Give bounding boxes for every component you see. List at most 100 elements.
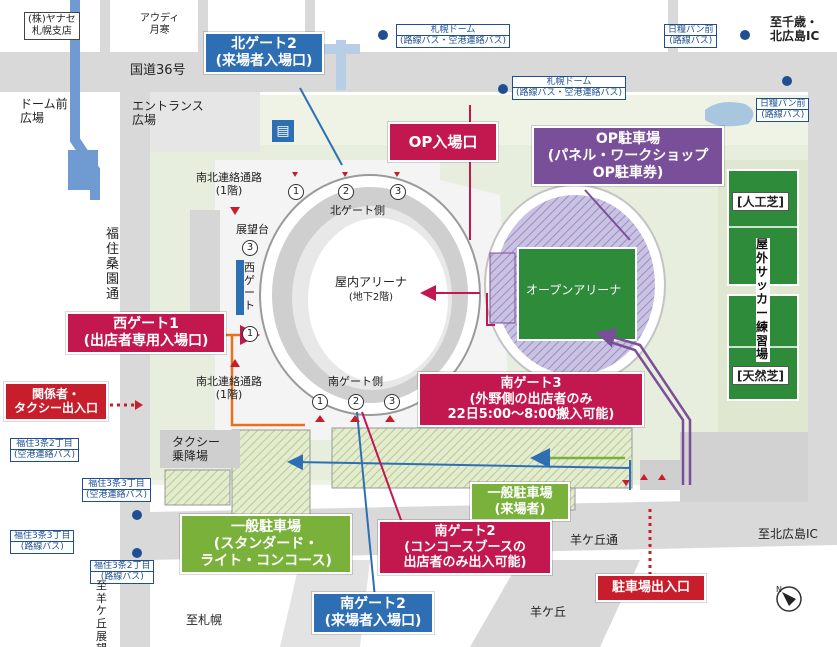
fukuzumi-street-label: 福住桑園通 [106,227,120,302]
to-sapporo-label: 至札幌 [186,613,223,627]
indoor-arena-line1: 屋内アリーナ [335,275,408,289]
hitsujigaoka-street-label: 羊ケ丘通 [570,533,619,547]
bus-stop-fukuzumi-3-2-airport[interactable]: 福住3条2丁目 (空港連絡バス) [10,438,80,462]
ns-passage-top-line1: 南北連絡通路 [196,171,262,184]
south-gate2-visitor-box[interactable]: 南ゲート2 (来場者入場口) [312,592,434,634]
natural-turf-label: [天然芝] [732,366,789,385]
bus-stop-fukuzumi-3-2-route[interactable]: 福住3条2丁目 (路線バス) [90,560,155,584]
north-gate-number-3: 3 [390,184,406,200]
bus-stop-sapporo-dome-1[interactable]: 札幌ドーム (路線バス・空港連絡バス) [396,24,511,48]
general-parking-standard-sub2: ライト・コンコース) [200,552,332,569]
bus-stop-icon [132,548,142,558]
to-hitsujigaoka-obs-label: 至羊ケ丘展望台 [96,579,107,647]
to-chitose-label: 至千歳・ 北広島IC [770,15,820,44]
observation-gate-number-3: 3 [242,240,258,256]
staff-taxi-line2: タクシー出入口 [13,401,98,416]
to-chitose-line2: 北広島IC [770,28,820,43]
yanase-line1: (株)ヤナセ [28,14,76,25]
op-parking-box[interactable]: OP駐車場 (パネル・ワークショップ OP駐車券) [532,126,724,187]
op-parking-title: OP駐車場 [595,131,661,147]
taxi-line1: タクシー [172,435,221,449]
north-gate2-title: 北ゲート2 [231,36,297,52]
ns-passage-top-line2: (1階) [215,183,243,197]
west-gate1-box[interactable]: 西ゲート1 (出店者専用入場口) [66,312,226,354]
yanase-building: (株)ヤナセ 札幌支店 [24,12,80,40]
bus-stop-sub: (路線バス) [756,110,810,122]
outdoor-soccer-label: 屋外サッカー練習場 [756,237,770,363]
op-parking-sub2: OP駐車券) [592,164,664,181]
bus-stop-icon [132,510,142,520]
general-parking-visitor-title: 一般駐車場 [487,486,553,501]
south-gate2-visitor-title: 南ゲート2 [340,596,406,612]
north-gate2-box[interactable]: 北ゲート2 (来場者入場口) [204,32,324,74]
dome-plaza-line2: 広場 [20,110,45,125]
south-gate2-booth-box[interactable]: 南ゲート2 (コンコースブースの 出店者のみ出入可能) [378,520,552,575]
parking-entrance-box[interactable]: 駐車場出入口 [596,574,706,602]
artificial-turf-label: [人工芝] [732,192,789,211]
bus-stop-fukuzumi-3-3-airport[interactable]: 福住3条3丁目 (空港連絡バス) [82,478,152,502]
south-gate2-visitor-sub: (来場者入場口) [324,612,422,629]
bus-stop-title: 福住3条3丁目 [10,530,75,543]
bus-stop-nichiryo-1[interactable]: 日糧パン前 (路線バス) [664,24,718,48]
south-gate-side-label: 南ゲート側 [328,375,383,388]
indoor-arena-line2: (地下2階) [348,291,394,303]
south-gate3-sub2: 22日5:00〜8:00搬入可能) [447,407,615,423]
south-gate-number-3: 3 [384,394,400,410]
svg-text:N: N [776,585,782,594]
staff-taxi-line1: 関係者・ [31,387,80,401]
south-gate2-booth-sub1: (コンコースブースの [404,539,526,555]
entrance-plaza-line2: 広場 [132,112,157,127]
to-kitahiroshima-label: 至北広島IC [758,527,818,541]
bus-stop-nichiryo-2[interactable]: 日糧パン前 (路線バス) [756,98,810,122]
open-arena-label: オープンアリーナ [526,283,622,297]
bus-stop-title: 日糧パン前 [664,24,718,37]
entrance-plaza-label: エントランス 広場 [132,99,204,128]
south-gate2-booth-sub2: 出店者のみ出入可能) [403,555,527,571]
staff-taxi-box[interactable]: 関係者・ タクシー出入口 [4,382,108,421]
op-parking-sub1: (パネル・ワークショップ [547,147,709,164]
bus-stop-sub: (路線バス・空港連絡バス) [512,88,627,100]
ns-passage-bottom-line1: 南北連絡通路 [196,375,262,388]
taxi-line2: 乗降場 [172,448,209,463]
bus-stop-icon [740,30,750,40]
parking-entrance-title: 駐車場出入口 [611,580,690,595]
bus-stop-sub: (空港連絡バス) [10,450,80,462]
yanase-line2: 札幌支店 [31,26,72,37]
south-gate3-sub1: (外野側の出店者のみ [469,391,593,407]
bus-stop-icon [378,30,388,40]
bus-stop-title: 福住3条2丁目 [90,560,155,573]
ns-passage-bottom-line2: (1階) [215,387,243,401]
west-gate1-sub: (出店者専用入場口) [83,332,209,349]
general-parking-standard-box[interactable]: 一般駐車場 (スタンダード・ ライト・コンコース) [180,514,352,575]
audi-line2: 月寒 [149,25,170,36]
south-gate3-box[interactable]: 南ゲート3 (外野側の出店者のみ 22日5:00〜8:00搬入可能) [418,372,644,427]
bus-stop-title: 福住3条3丁目 [82,478,152,491]
ns-passage-top-label: 南北連絡通路 (1階) [196,171,262,197]
west-gate1-title: 西ゲート1 [113,316,179,332]
south-gate3-title: 南ゲート3 [500,376,562,391]
taxi-label: タクシー 乗降場 [172,435,221,464]
bus-stop-sub: (路線バス) [10,542,75,554]
hitsujigaoka-label: 羊ケ丘 [530,605,567,619]
bus-stop-fukuzumi-3-3-route[interactable]: 福住3条3丁目 (路線バス) [10,530,75,554]
dome-plaza-line1: ドーム前 [20,97,68,111]
north-compass-icon: N [774,584,804,614]
dome-plaza-label: ドーム前 広場 [20,97,68,126]
south-gate-number-2: 2 [348,394,364,410]
general-parking-visitor-box[interactable]: 一般駐車場 (来場者) [470,482,570,522]
north-gate-number-1: 1 [288,184,304,200]
west-gate-number-1: 1 [242,326,258,342]
bus-stop-sub: (空港連絡バス) [82,490,152,502]
bus-stop-sapporo-dome-2[interactable]: 札幌ドーム (路線バス・空港連絡バス) [512,76,627,100]
observation-label: 展望台 [236,223,269,236]
south-gate2-booth-title: 南ゲート2 [434,524,496,539]
indoor-arena-label: 屋内アリーナ (地下2階) [335,275,408,304]
op-entrance-box[interactable]: OP入場口 [388,122,498,162]
bus-stop-title: 札幌ドーム [396,24,511,37]
general-parking-standard-title: 一般駐車場 [231,519,301,535]
north-gate-number-2: 2 [338,184,354,200]
ns-passage-bottom-label: 南北連絡通路 (1階) [196,375,262,401]
bus-stop-icon [498,84,508,94]
general-parking-standard-sub1: (スタンダード・ [213,535,319,552]
bus-stop-sub: (路線バス・空港連絡バス) [396,36,511,48]
